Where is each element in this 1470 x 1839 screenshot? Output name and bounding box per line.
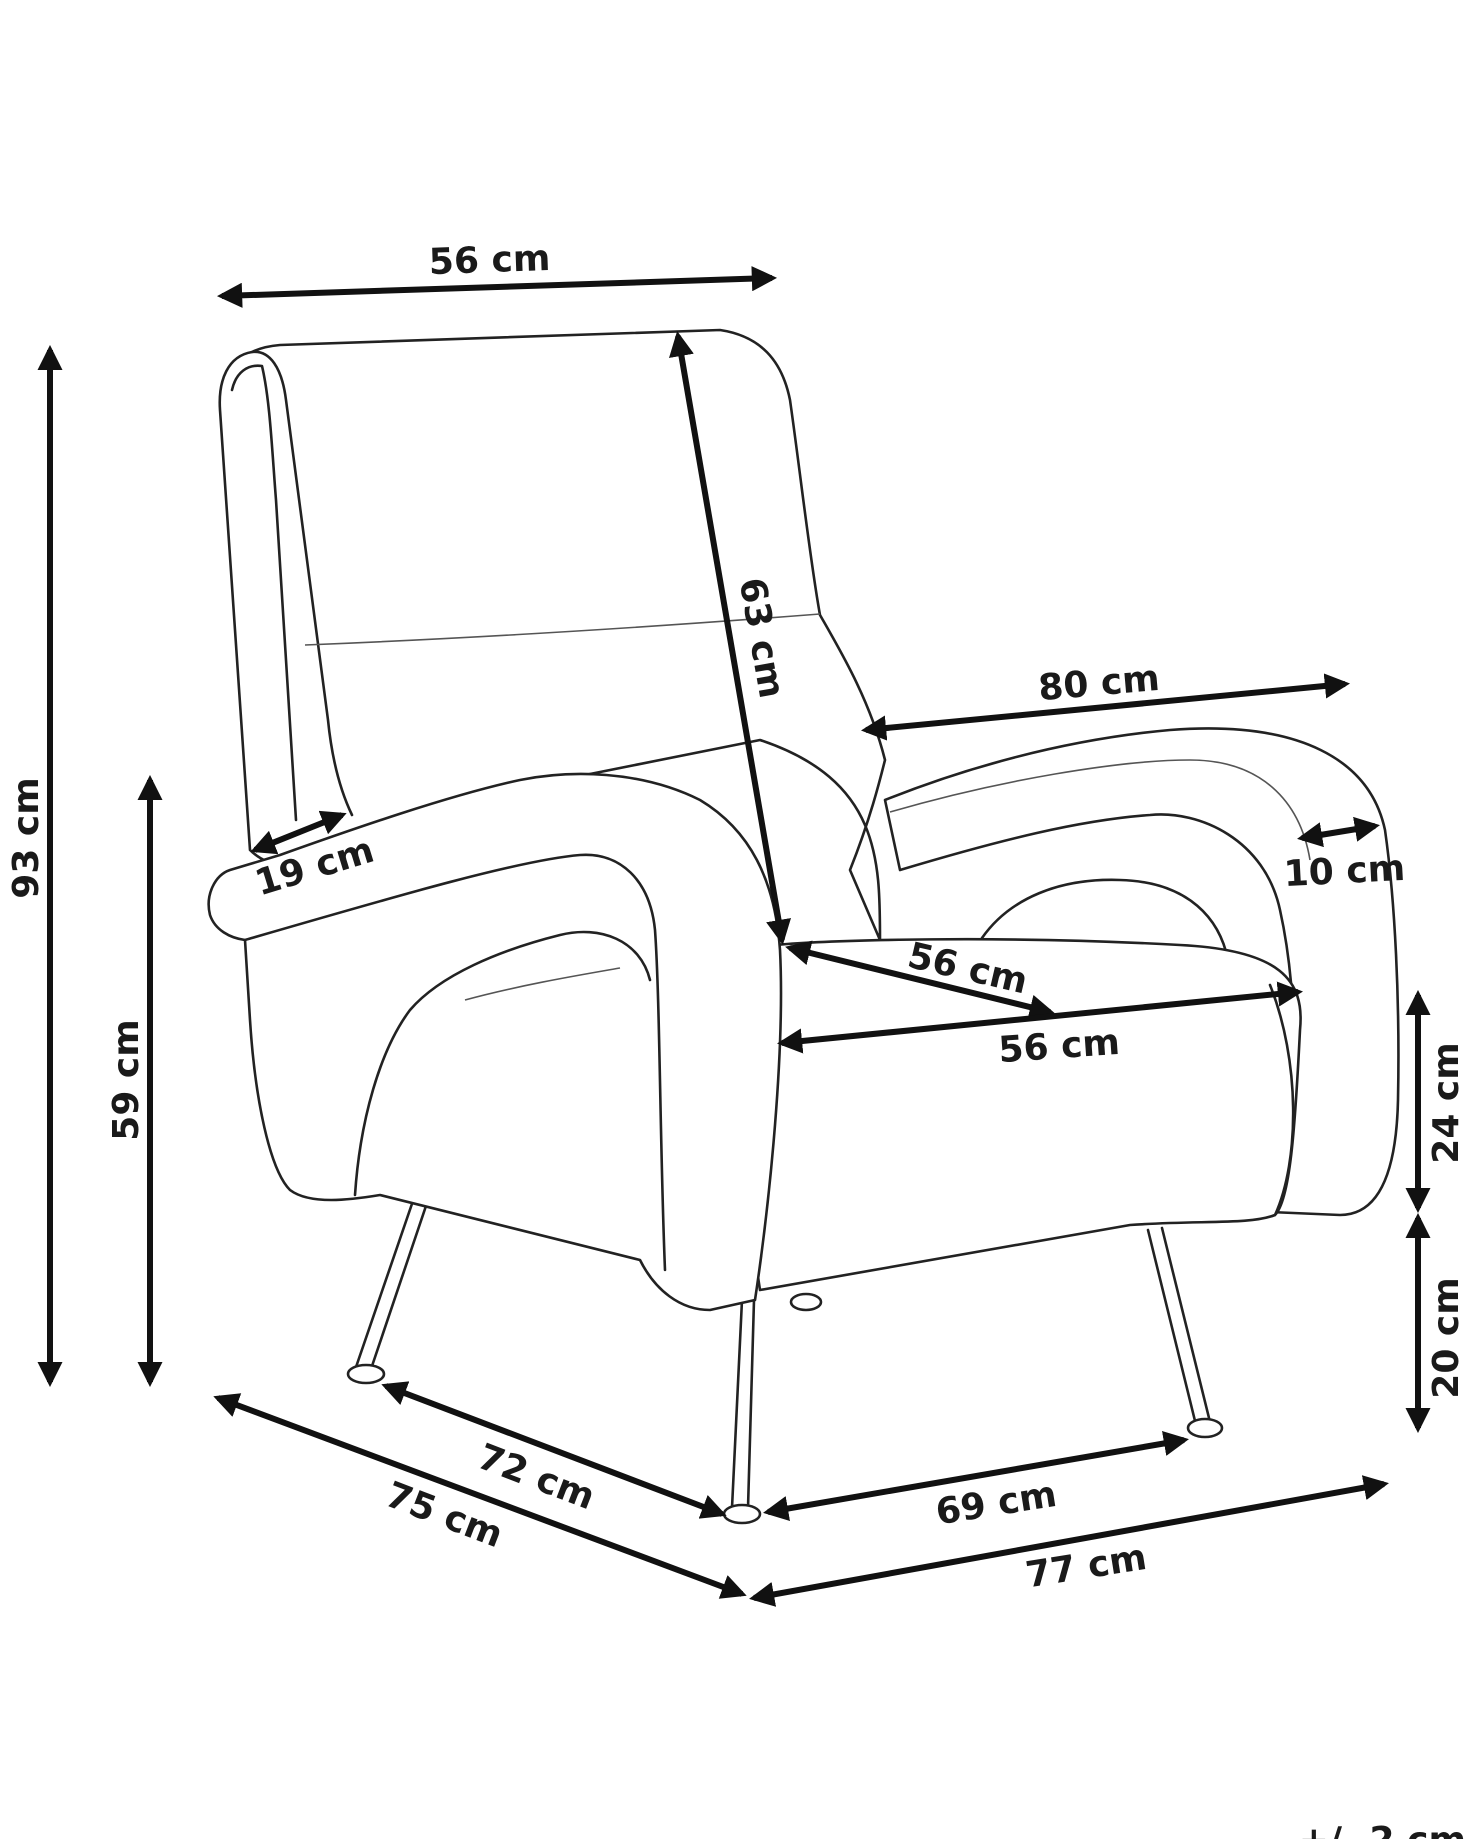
arrow-armrest-width (250, 810, 347, 855)
chair-left-arm (207, 772, 783, 1312)
label-leg-span-depth: 72 cm (472, 1436, 600, 1518)
label-backrest-width: 56 cm (428, 238, 551, 283)
chair-legs (346, 1193, 1224, 1525)
label-total-depth: 75 cm (380, 1474, 508, 1556)
arrow-arm-thickness (1297, 816, 1380, 848)
label-armrest-height: 59 cm (106, 1019, 147, 1140)
arrow-backrest-width (216, 266, 778, 308)
arrow-total-depth (213, 1393, 747, 1599)
chair-seat (752, 937, 1302, 1292)
label-tolerance: +/- 2 cm (1299, 1820, 1466, 1839)
label-seat-width: 56 cm (997, 1022, 1121, 1071)
arrow-seat-width (776, 981, 1304, 1054)
arrow-backrest-height (669, 331, 791, 945)
arrow-total-width-base (749, 1475, 1389, 1607)
dimension-arrows (37, 266, 1431, 1607)
label-arm-thickness: 10 cm (1283, 848, 1406, 895)
label-total-height: 93 cm (6, 777, 47, 898)
label-seat-cushion-height: 24 cm (1426, 1042, 1467, 1163)
label-leg-height: 20 cm (1426, 1277, 1467, 1398)
arrow-total-width (860, 673, 1351, 741)
armchair-outline (207, 328, 1400, 1525)
